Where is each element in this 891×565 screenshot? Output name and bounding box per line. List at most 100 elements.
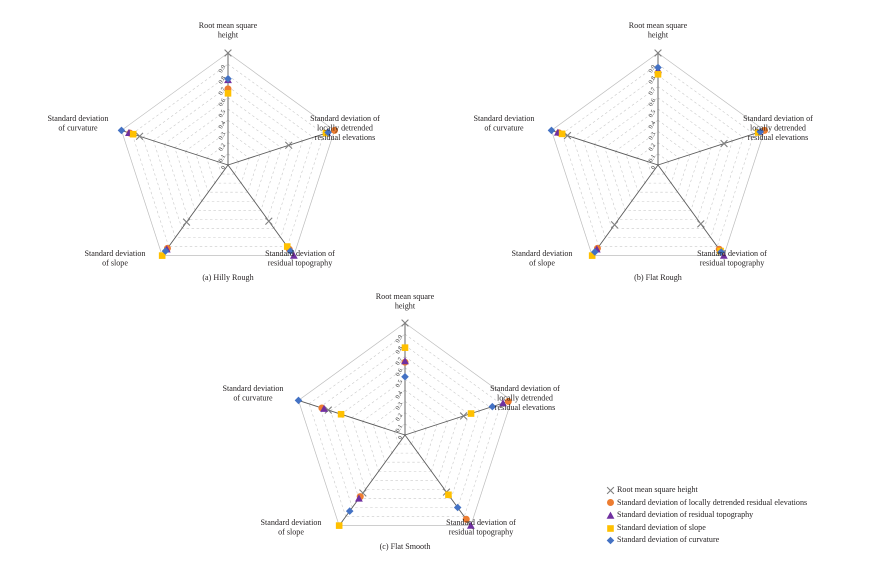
radial-tick-label: 0.3 bbox=[394, 401, 404, 411]
radial-tick-label: 0.4 bbox=[647, 120, 657, 130]
data-point-triangle bbox=[355, 494, 363, 502]
radial-tick-label: 0.2 bbox=[217, 142, 227, 152]
diamond-marker bbox=[606, 536, 615, 545]
panel-caption: (a) Hilly Rough bbox=[202, 273, 253, 282]
data-point-diamond bbox=[756, 127, 765, 136]
radar-grid bbox=[298, 322, 512, 526]
data-point-diamond bbox=[591, 248, 599, 256]
data-point-triangle bbox=[466, 521, 475, 529]
legend-item[interactable]: Standard deviation of residual topograph… bbox=[604, 509, 889, 522]
data-point-cross bbox=[135, 132, 144, 141]
radial-tick-labels: 00.10.20.30.40.50.60.70.80.9 bbox=[217, 64, 227, 171]
radial-tick-label: 0.8 bbox=[647, 75, 657, 85]
data-point-triangle bbox=[320, 404, 328, 412]
data-point-diamond bbox=[488, 402, 497, 411]
radar-data-markers bbox=[117, 49, 339, 259]
data-point-triangle bbox=[401, 357, 409, 365]
data-point-cross bbox=[654, 49, 662, 57]
data-point-square bbox=[283, 243, 291, 250]
legend-item[interactable]: Standard deviation of curvature bbox=[604, 534, 889, 547]
legend-label: Standard deviation of curvature bbox=[617, 535, 720, 545]
radar-axes bbox=[121, 53, 335, 256]
triangle-marker bbox=[604, 510, 617, 521]
radial-tick-labels: 00.10.20.30.40.50.60.70.80.9 bbox=[647, 64, 657, 171]
data-point-cross bbox=[610, 221, 619, 229]
triangle-marker bbox=[606, 511, 615, 519]
cross-marker bbox=[604, 485, 617, 496]
legend-item[interactable]: Root mean square height bbox=[604, 484, 889, 497]
legend-item[interactable]: Standard deviation of slope bbox=[604, 522, 889, 535]
radial-tick-label: 0.6 bbox=[394, 368, 404, 378]
radial-tick-label: 0.6 bbox=[217, 98, 227, 108]
data-point-cross bbox=[401, 319, 409, 327]
radial-tick-label: 0 bbox=[220, 165, 228, 171]
radial-tick-label: 0.7 bbox=[217, 86, 227, 96]
data-point-diamond bbox=[453, 503, 462, 512]
radial-tick-label: 0.1 bbox=[217, 154, 227, 164]
radial-tick-label: 0.9 bbox=[647, 64, 657, 74]
data-point-diamond bbox=[224, 74, 232, 83]
data-point-cross bbox=[265, 217, 273, 225]
radial-tick-label: 0.1 bbox=[647, 154, 657, 164]
data-point-square bbox=[654, 70, 662, 78]
data-point-diamond bbox=[286, 247, 295, 255]
data-point-cross bbox=[284, 141, 293, 150]
data-point-diamond bbox=[345, 507, 354, 515]
data-point-square bbox=[337, 410, 345, 418]
legend-label: Root mean square height bbox=[617, 485, 698, 494]
data-point-square bbox=[445, 491, 452, 499]
data-point-square bbox=[224, 90, 232, 97]
data-point-cross bbox=[459, 412, 468, 420]
legend-label: Standard deviation of slope bbox=[617, 522, 706, 532]
legend-label: Standard deviation of locally detrended … bbox=[617, 497, 808, 507]
square-marker bbox=[607, 524, 614, 532]
panel-caption: (c) Flat Smooth bbox=[380, 542, 431, 551]
radial-tick-label: 0.5 bbox=[217, 109, 227, 119]
data-point-cross bbox=[324, 406, 333, 414]
data-point-square bbox=[467, 410, 475, 417]
radial-tick-label: 0.9 bbox=[217, 64, 227, 74]
radial-tick-label: 0.4 bbox=[217, 120, 227, 130]
data-point-triangle bbox=[499, 399, 507, 407]
radial-tick-labels: 00.10.20.30.40.50.60.70.80.9 bbox=[394, 334, 404, 441]
data-point-square bbox=[335, 522, 343, 529]
cross-marker bbox=[606, 486, 615, 495]
radar-grid bbox=[551, 52, 765, 256]
data-point-cross bbox=[224, 49, 232, 57]
radial-tick-label: 0.5 bbox=[647, 109, 657, 119]
legend-label: Standard deviation of residual topograph… bbox=[617, 510, 754, 520]
data-point-cross bbox=[182, 218, 191, 226]
radial-tick-label: 0.7 bbox=[647, 86, 657, 96]
radial-tick-label: 0.9 bbox=[394, 334, 404, 344]
radial-tick-label: 0.3 bbox=[217, 131, 227, 141]
radial-tick-label: 0.5 bbox=[394, 379, 404, 389]
data-point-triangle bbox=[289, 251, 298, 259]
square-marker bbox=[604, 523, 617, 534]
radial-tick-label: 0.6 bbox=[647, 98, 657, 108]
radial-tick-label: 0.2 bbox=[647, 142, 657, 152]
data-point-circle bbox=[331, 126, 339, 134]
data-point-diamond bbox=[117, 126, 126, 135]
legend-item[interactable]: Standard deviation of locally detrended … bbox=[604, 497, 889, 510]
data-point-diamond bbox=[547, 126, 556, 135]
data-point-diamond bbox=[294, 396, 303, 405]
data-point-square bbox=[588, 252, 596, 259]
data-point-square bbox=[558, 130, 566, 138]
radial-tick-label: 0.2 bbox=[394, 412, 404, 422]
